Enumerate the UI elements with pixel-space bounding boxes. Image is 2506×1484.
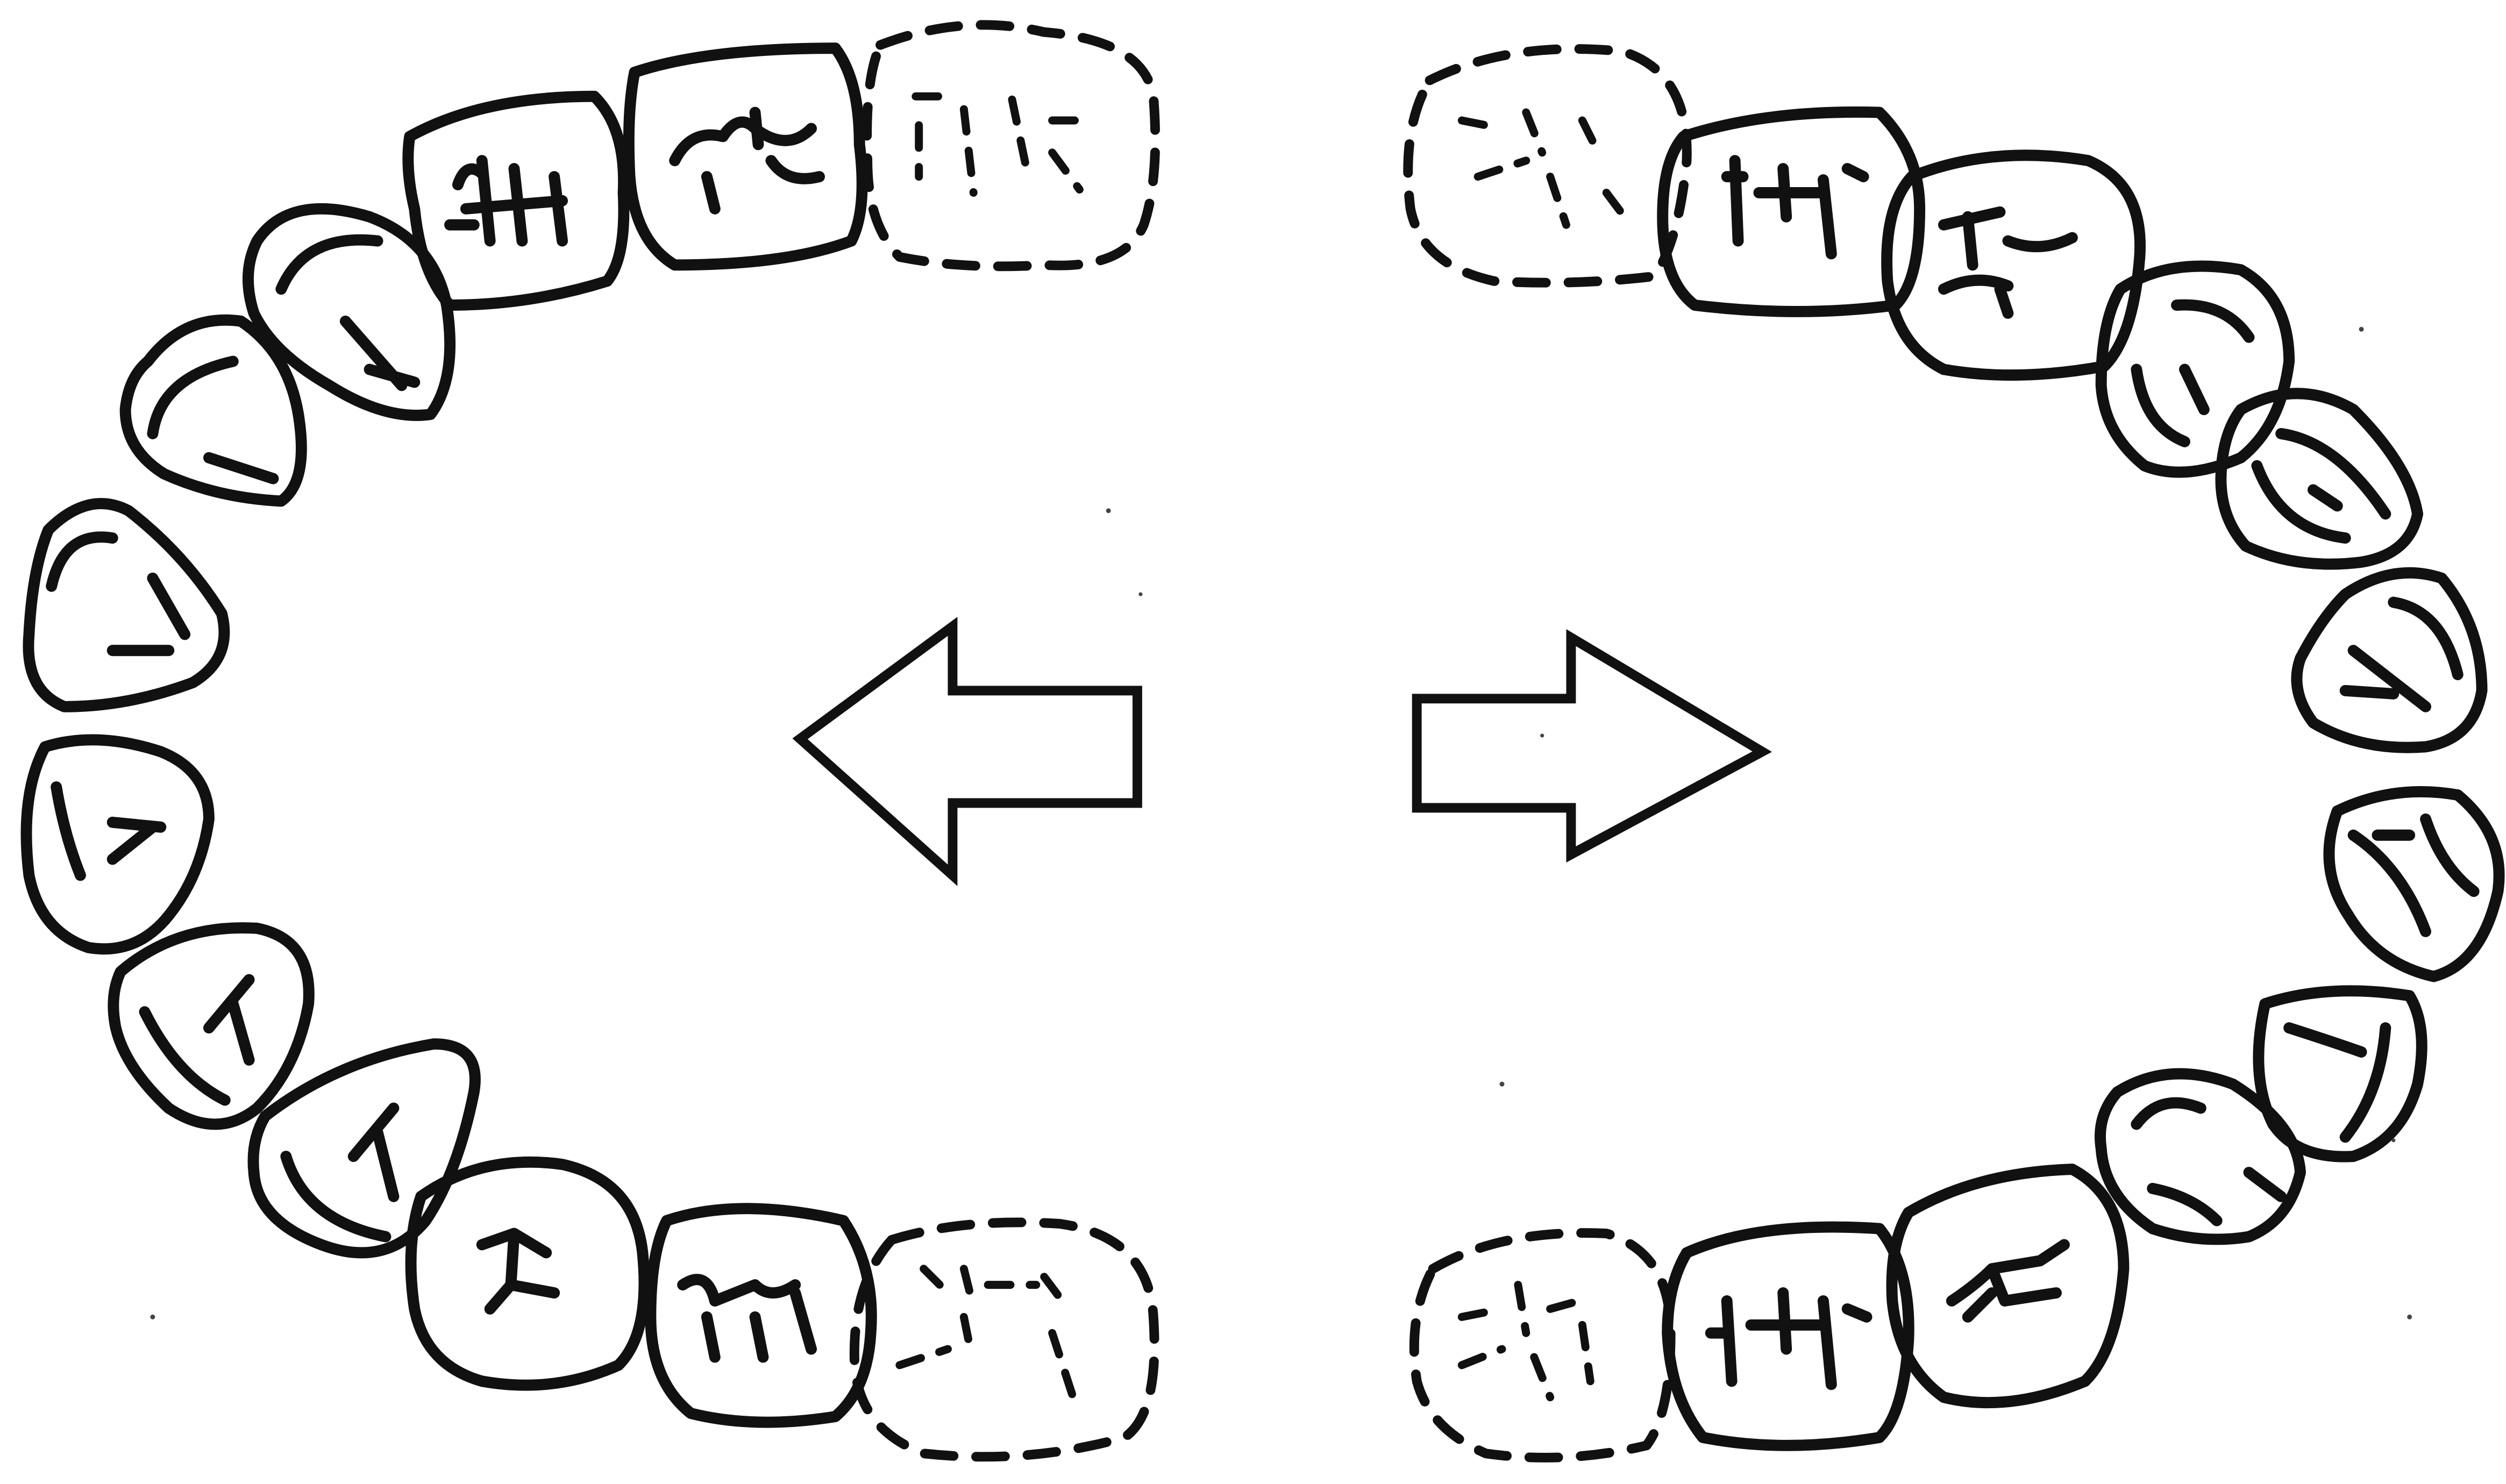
left-arch-tooth-premolar-bottom-1 bbox=[405, 1156, 650, 1391]
left-arch-tooth-molar-top-2 bbox=[623, 42, 868, 271]
right-arch-tooth-molar-bottom-1 bbox=[1662, 1221, 1914, 1451]
left-arch-tooth-anterior-1 bbox=[23, 498, 230, 712]
right-arch-tooth-unerupted-molar-top bbox=[1403, 44, 1692, 288]
left-arch-tooth-anterior-2 bbox=[20, 734, 215, 955]
right-arch-tooth-anterior-2 bbox=[2323, 786, 2505, 982]
scan-specks bbox=[150, 326, 2412, 1319]
right-arch-tooth-anterior-1 bbox=[2291, 567, 2488, 753]
left-arch-tooth-molar-top-1 bbox=[402, 90, 630, 311]
left-dental-arch bbox=[20, 20, 1161, 1462]
right-arrow bbox=[1412, 629, 1772, 863]
left-arch-tooth-molar-bottom-1 bbox=[645, 1203, 877, 1428]
left-arch-tooth-unerupted-molar-top bbox=[862, 20, 1161, 272]
right-arch-tooth-premolar-bottom-1 bbox=[1886, 1164, 2130, 1409]
left-arch-tooth-premolar-top-2 bbox=[243, 203, 456, 421]
left-arch-tooth-anterior-3 bbox=[108, 922, 315, 1130]
right-arch-tooth-premolar-top-1 bbox=[2095, 260, 2295, 478]
right-arch-tooth-anterior-4 bbox=[2095, 1068, 2306, 1245]
right-arch-tooth-molar-top-1 bbox=[1657, 106, 1926, 317]
right-dental-arch bbox=[1403, 44, 2505, 1462]
left-arch-tooth-premolar-top-1 bbox=[119, 314, 307, 507]
left-arch-tooth-unerupted-molar-bottom bbox=[849, 1217, 1159, 1462]
right-arch-tooth-premolar-top-2 bbox=[2215, 388, 2424, 570]
right-arch-tooth-unerupted-molar-bottom bbox=[1409, 1228, 1676, 1462]
left-arch-tooth-anterior-4 bbox=[247, 1038, 481, 1259]
left-arrow bbox=[792, 617, 1142, 886]
